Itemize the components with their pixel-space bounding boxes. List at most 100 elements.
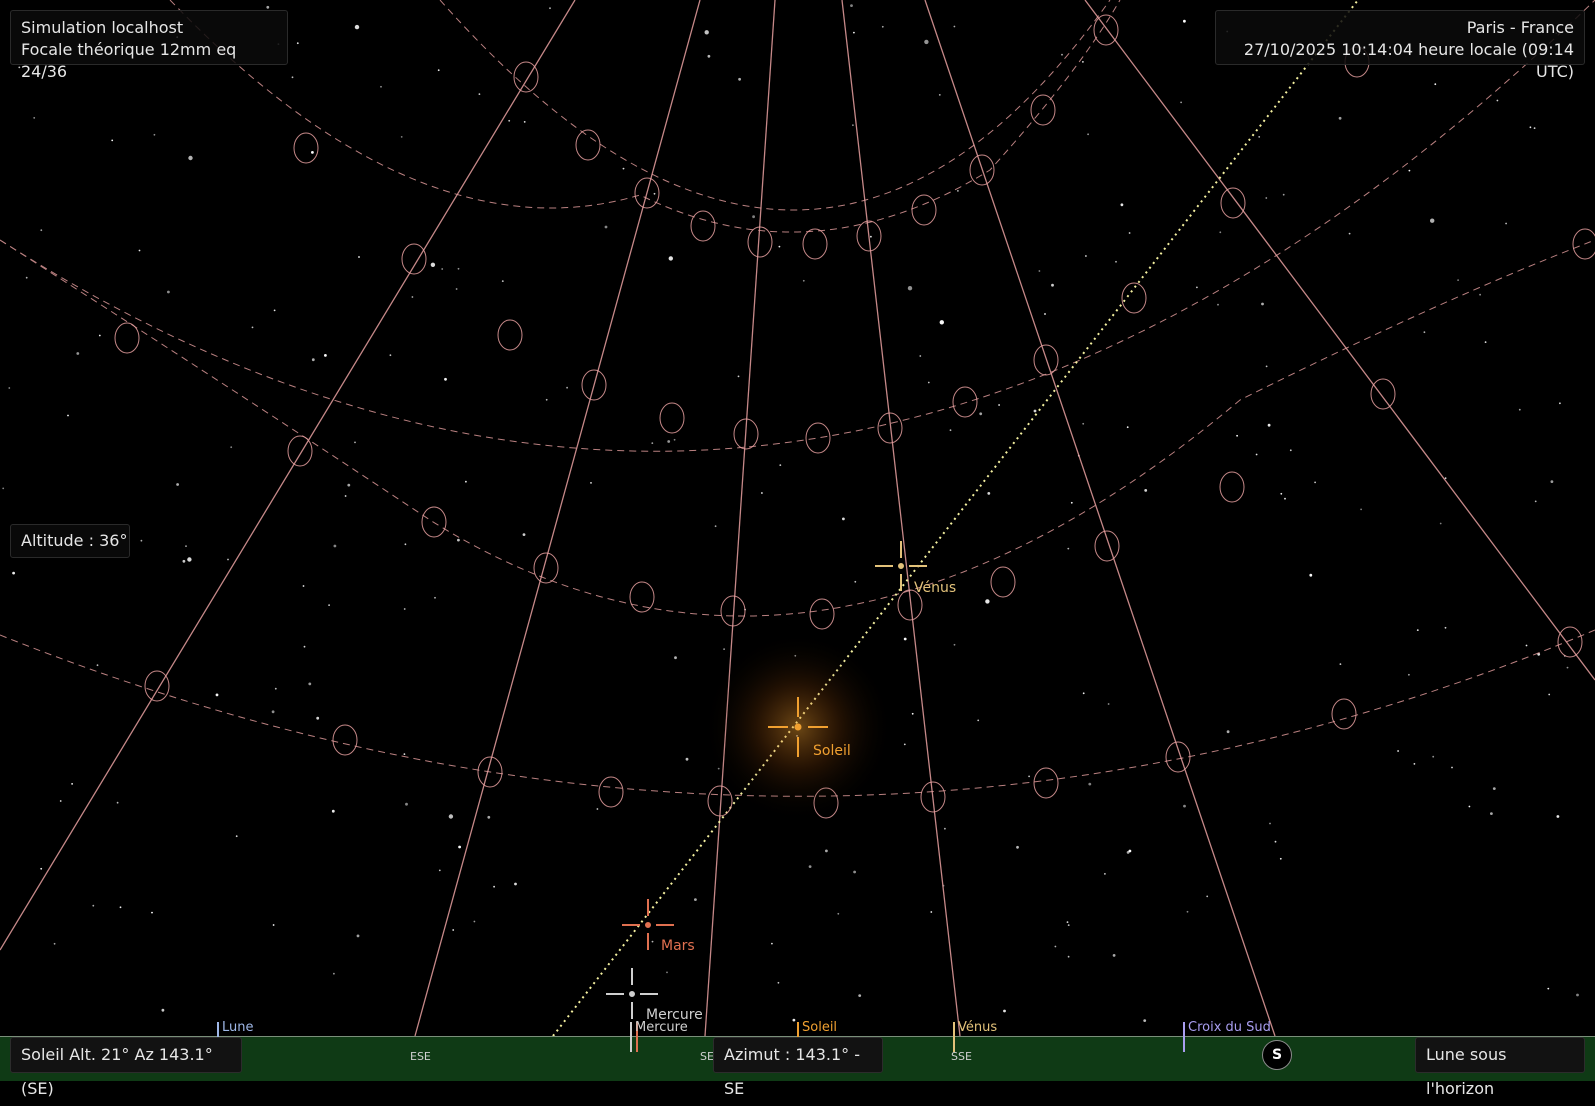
mars-marker[interactable] [622, 899, 674, 950]
star [1490, 812, 1493, 815]
star [1397, 750, 1399, 752]
star [273, 309, 276, 312]
star [358, 256, 360, 258]
sky-view[interactable] [0, 0, 1595, 1080]
star [668, 256, 673, 261]
star [919, 355, 922, 357]
grid-intersection-marker [809, 598, 835, 630]
focal-length-text: Focale théorique 12mm eq 24/36 [21, 40, 237, 81]
star [853, 31, 855, 34]
star [1348, 232, 1351, 235]
star [957, 190, 959, 192]
sun-marker[interactable] [703, 632, 893, 822]
star [1451, 766, 1453, 769]
star [2, 487, 5, 490]
grid-intersection-marker [856, 220, 882, 252]
star [1267, 423, 1271, 427]
star [985, 599, 990, 604]
star [380, 85, 382, 88]
star [549, 7, 551, 10]
star [1556, 815, 1560, 818]
mars-label[interactable]: Mars [661, 938, 695, 954]
location-text: Paris - France [1466, 18, 1574, 37]
alt-circle-20-top [169, 0, 1121, 233]
alt-circle-30 [0, 629, 1595, 797]
star [1082, 692, 1085, 695]
grid-intersection-marker [1165, 741, 1191, 773]
grid-intersection-marker [1219, 471, 1245, 503]
location-time-panel: Paris - France 27/10/2025 10:14:04 heure… [1215, 10, 1585, 81]
star [251, 326, 254, 329]
compass-sse: SSE [951, 1050, 972, 1063]
grid-intersection-marker [114, 322, 140, 354]
star [1505, 222, 1507, 225]
star [1468, 805, 1471, 808]
star [1444, 477, 1447, 480]
mercury-marker[interactable] [606, 968, 658, 1019]
star [331, 809, 335, 813]
star [761, 492, 763, 494]
star [924, 39, 929, 45]
horizon-marker-southern-cross[interactable]: Croix du Sud [1188, 1020, 1271, 1035]
star [116, 801, 119, 804]
star [870, 235, 872, 238]
grid-intersection-marker [1557, 626, 1583, 658]
mercury-label[interactable]: Mercure [646, 1007, 703, 1023]
grid-intersection-marker [969, 154, 995, 186]
star [903, 637, 907, 641]
star [1067, 547, 1070, 550]
star [1070, 501, 1073, 504]
grid-intersection-marker [1030, 94, 1056, 126]
star [1439, 522, 1442, 525]
star [707, 54, 711, 58]
azimuth-grid [0, 0, 1595, 1037]
star [272, 924, 275, 926]
star [1434, 83, 1437, 86]
star [266, 5, 270, 9]
grid-intersection-marker [401, 243, 427, 275]
star [858, 994, 862, 997]
venus-label[interactable]: Vénus [914, 580, 957, 596]
star [403, 753, 406, 755]
star [987, 492, 991, 495]
star [673, 438, 676, 441]
grid-intersection-marker [634, 177, 660, 209]
star [98, 334, 101, 337]
star [311, 358, 315, 362]
star [1104, 873, 1106, 875]
star [1115, 260, 1117, 263]
horizon-marker-moon[interactable]: Lune [222, 1020, 254, 1035]
star [738, 77, 741, 81]
compass-se: SE [700, 1050, 714, 1063]
star-field [2, 4, 1579, 1022]
grid-intersection-marker [720, 595, 746, 627]
star [1082, 422, 1085, 425]
horizon-marker-sun[interactable]: Soleil [802, 1020, 838, 1035]
alt-circle-40 [0, 239, 1595, 617]
star [274, 687, 277, 690]
star [1261, 302, 1264, 306]
star [1054, 945, 1057, 948]
alt-circle-50 [0, 0, 1595, 452]
horizon-tick-venus [953, 1022, 955, 1052]
venus-marker[interactable] [875, 541, 927, 591]
horizon-marker-venus[interactable]: Vénus [958, 1020, 998, 1035]
star [1217, 303, 1219, 306]
star [1339, 663, 1342, 665]
star [1051, 283, 1054, 287]
horizon-marker-mercury[interactable]: Mercure [635, 1020, 688, 1035]
grid-intersection-marker [421, 506, 447, 538]
grid-intersection-marker [952, 386, 978, 418]
star [1028, 775, 1030, 778]
star [501, 280, 504, 282]
star [1265, 365, 1268, 368]
star [953, 643, 956, 646]
star [508, 119, 511, 122]
south-compass-button[interactable]: S [1262, 1040, 1292, 1070]
sun-label[interactable]: Soleil [813, 743, 851, 759]
star [850, 4, 853, 7]
star [1533, 127, 1536, 129]
star [1430, 218, 1435, 223]
star [1479, 293, 1481, 296]
star [1280, 492, 1283, 495]
